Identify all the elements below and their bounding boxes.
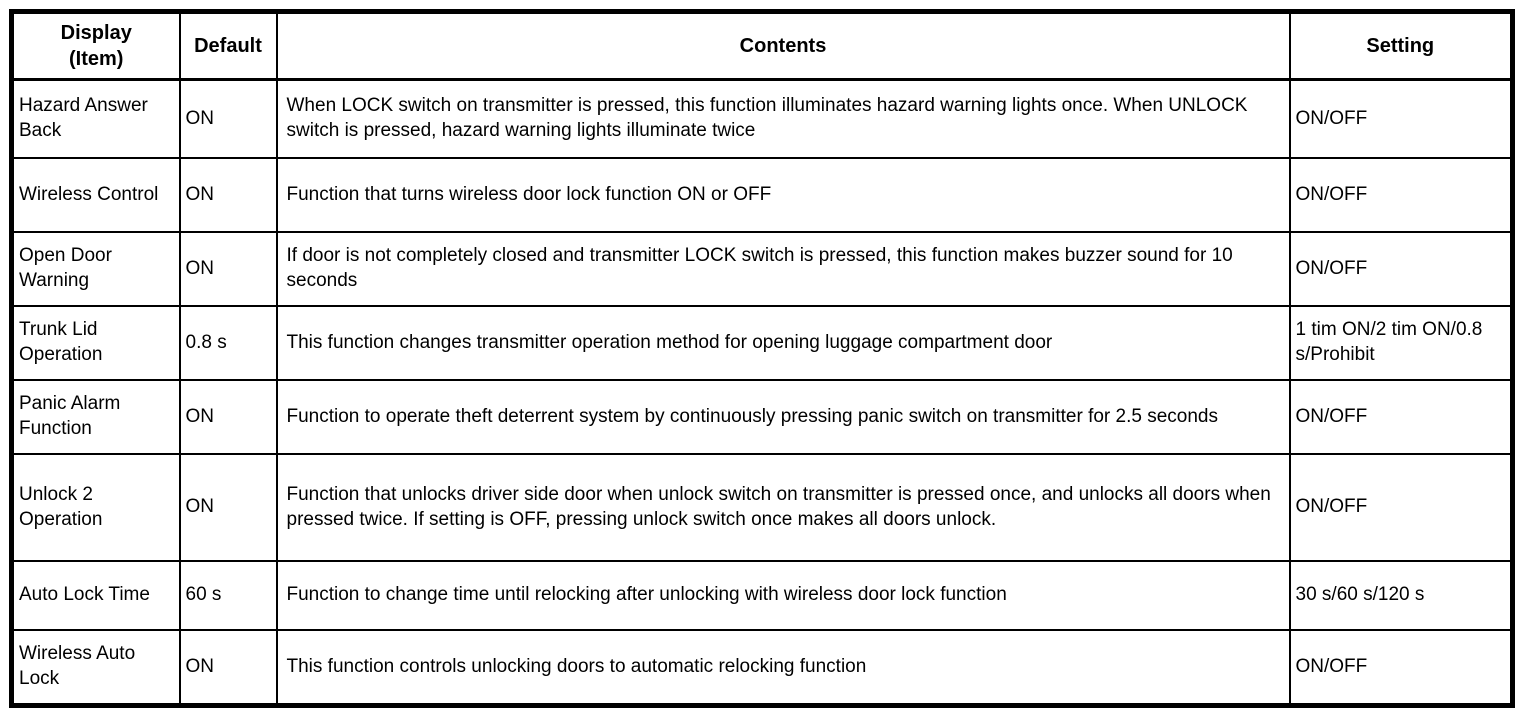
table-row-open-door-warning: Open Door Warning ON If door is not comp… [10, 231, 1514, 307]
table-row-wireless-control: Wireless Control ON Function that turns … [10, 157, 1514, 233]
column-header-display-item: Display (Item) [10, 10, 181, 81]
setting-cell: ON/OFF [1288, 157, 1514, 233]
table-row-auto-lock-time: Auto Lock Time 60 s Function to change t… [10, 560, 1514, 631]
display-item-cell: Panic Alarm Function [10, 379, 181, 455]
contents-cell: Function that turns wireless door lock f… [275, 157, 1291, 233]
default-cell: 60 s [178, 560, 278, 631]
default-cell: 0.8 s [178, 305, 278, 381]
default-cell: ON [178, 157, 278, 233]
setting-cell: 1 tim ON/2 tim ON/0.8 s/Prohibit [1288, 305, 1514, 381]
contents-cell: Function to change time until relocking … [275, 560, 1291, 631]
contents-cell: Function that unlocks driver side door w… [275, 453, 1291, 562]
table-row-hazard-answer-back: Hazard Answer Back ON When LOCK switch o… [10, 78, 1514, 159]
table-body: Hazard Answer Back ON When LOCK switch o… [10, 78, 1514, 707]
table-row-trunk-lid-operation: Trunk Lid Operation 0.8 s This function … [10, 305, 1514, 381]
setting-cell: 30 s/60 s/120 s [1288, 560, 1514, 631]
setting-cell: ON/OFF [1288, 629, 1514, 707]
display-item-cell: Wireless Auto Lock [10, 629, 181, 707]
wireless-door-lock-settings-table: Display (Item) Default Contents Setting … [9, 9, 1515, 708]
display-item-cell: Hazard Answer Back [10, 78, 181, 159]
default-cell: ON [178, 231, 278, 307]
column-header-contents: Contents [275, 10, 1291, 81]
display-item-cell: Open Door Warning [10, 231, 181, 307]
table-row-wireless-auto-lock: Wireless Auto Lock ON This function cont… [10, 629, 1514, 707]
default-cell: ON [178, 453, 278, 562]
contents-cell: If door is not completely closed and tra… [275, 231, 1291, 307]
default-cell: ON [178, 379, 278, 455]
header-row: Display (Item) Default Contents Setting [10, 10, 1514, 81]
setting-cell: ON/OFF [1288, 231, 1514, 307]
default-cell: ON [178, 629, 278, 707]
setting-cell: ON/OFF [1288, 78, 1514, 159]
column-header-setting: Setting [1288, 10, 1514, 81]
column-header-default: Default [178, 10, 278, 81]
table-row-unlock-2-operation: Unlock 2 Operation ON Function that unlo… [10, 453, 1514, 562]
contents-cell: This function controls unlocking doors t… [275, 629, 1291, 707]
contents-cell: When LOCK switch on transmitter is press… [275, 78, 1291, 159]
contents-cell: This function changes transmitter operat… [275, 305, 1291, 381]
table-header: Display (Item) Default Contents Setting [10, 10, 1514, 81]
table-row-panic-alarm-function: Panic Alarm Function ON Function to oper… [10, 379, 1514, 455]
display-item-cell: Auto Lock Time [10, 560, 181, 631]
contents-cell: Function to operate theft deterrent syst… [275, 379, 1291, 455]
display-item-cell: Unlock 2 Operation [10, 453, 181, 562]
setting-cell: ON/OFF [1288, 379, 1514, 455]
display-item-cell: Wireless Control [10, 157, 181, 233]
display-item-cell: Trunk Lid Operation [10, 305, 181, 381]
setting-cell: ON/OFF [1288, 453, 1514, 562]
default-cell: ON [178, 78, 278, 159]
